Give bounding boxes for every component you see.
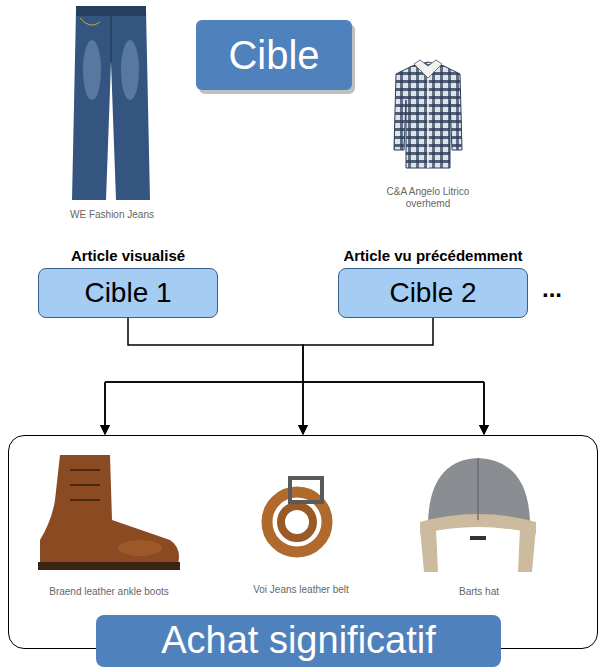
boots-picture	[38, 455, 180, 570]
target-box: Article vu précédemmentCible 2	[338, 268, 528, 318]
product-caption: WE Fashion Jeans	[52, 209, 172, 221]
connector	[100, 318, 489, 435]
box-heading: Article visualisé	[71, 247, 185, 264]
belt-picture	[267, 478, 327, 552]
purchase-group: Braend leather ankle boots Voi Jeans leat…	[8, 435, 598, 649]
connector-line	[105, 318, 484, 434]
product-caption: Barts hat	[389, 586, 569, 598]
arrow-head	[479, 425, 489, 435]
connector	[100, 318, 489, 435]
box-heading: Article vu précédemment	[343, 247, 522, 264]
arrow-head	[298, 425, 308, 435]
product-caption: Voi Jeans leather belt	[211, 584, 391, 596]
jeans-picture	[72, 6, 150, 200]
box-label: Cible 2	[389, 278, 476, 309]
target-box: Article visualiséCible 1	[38, 268, 218, 318]
product-caption: C&A Angelo Litrico overhemd	[368, 186, 488, 210]
box-label: Cible	[228, 33, 319, 77]
arrow-head	[100, 425, 110, 435]
box-label: Cible 1	[84, 278, 171, 309]
hat-picture	[420, 458, 536, 572]
arrow-head	[298, 425, 308, 435]
arrow-head	[479, 425, 489, 435]
title-box: Cible	[196, 20, 352, 90]
shirt-picture	[394, 60, 462, 168]
connector-line	[105, 318, 484, 434]
box-label: Achat significatif	[161, 620, 436, 662]
product-caption: Braend leather ankle boots	[19, 586, 199, 598]
purchase-box: Achat significatif	[96, 615, 501, 667]
arrow-head	[100, 425, 110, 435]
ellipsis-mark: ...	[532, 276, 572, 302]
